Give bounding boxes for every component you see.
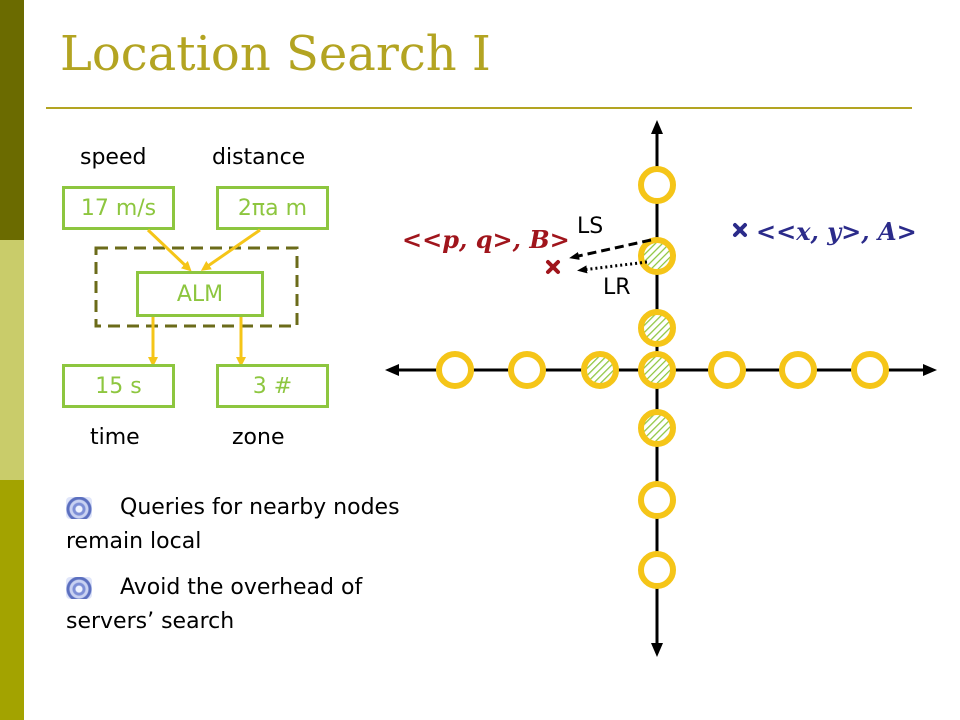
bullet-line: Avoid the overhead of xyxy=(120,575,363,600)
alm-dashed-frame xyxy=(94,246,299,328)
alm-box: ALM xyxy=(136,271,264,317)
time-label: time xyxy=(90,425,140,450)
bullet-line: servers’ search xyxy=(66,609,235,634)
ls-label: LS xyxy=(577,214,604,239)
lr-dotted-arrow xyxy=(577,260,648,274)
bullet-item: Avoid the overhead of servers’ search xyxy=(66,571,362,639)
distance-label: distance xyxy=(212,145,306,170)
pq-tuple-label: <<p, q>, B> xyxy=(402,225,570,254)
swirl-bullet-icon xyxy=(66,497,92,519)
zone-value-box: 3 # xyxy=(216,364,329,408)
grid-node-horizontal xyxy=(638,351,676,389)
grid-node-vertical xyxy=(638,237,676,275)
grid-node-horizontal xyxy=(779,351,817,389)
grid-node-horizontal xyxy=(708,351,746,389)
distance-value-box: 2πa m xyxy=(216,186,329,230)
grid-node-horizontal xyxy=(851,351,889,389)
time-value-box: 15 s xyxy=(62,364,175,408)
xy-cross-icon xyxy=(733,223,747,237)
bullet-line: remain local xyxy=(66,529,202,554)
sidebar-decoration xyxy=(0,0,24,720)
sidebar-band-top xyxy=(0,0,24,240)
distance-to-alm-arrow xyxy=(200,228,261,271)
xy-tuple-label: <<x, y>, A> xyxy=(756,217,917,246)
speed-value-box: 17 m/s xyxy=(62,186,175,230)
grid-node-vertical xyxy=(638,481,676,519)
grid-node-horizontal xyxy=(581,351,619,389)
grid-node-vertical xyxy=(638,409,676,447)
pq-cross-icon xyxy=(546,260,560,274)
zone-label: zone xyxy=(232,425,285,450)
bullet-item: Queries for nearby nodes remain local xyxy=(66,491,400,559)
sidebar-band-bottom xyxy=(0,480,24,720)
speed-label: speed xyxy=(80,145,147,170)
sidebar-band-middle xyxy=(0,240,24,480)
bullet-line: Queries for nearby nodes xyxy=(120,495,400,520)
swirl-bullet-icon xyxy=(66,577,92,599)
grid-node-vertical xyxy=(638,551,676,589)
grid-node-vertical xyxy=(638,309,676,347)
lr-label: LR xyxy=(603,275,631,300)
grid-node-vertical xyxy=(638,166,676,204)
page-title: Location Search I xyxy=(60,26,491,82)
grid-node-horizontal xyxy=(436,351,474,389)
grid-node-horizontal xyxy=(508,351,546,389)
speed-to-alm-arrow xyxy=(146,228,192,272)
title-divider xyxy=(46,107,912,109)
